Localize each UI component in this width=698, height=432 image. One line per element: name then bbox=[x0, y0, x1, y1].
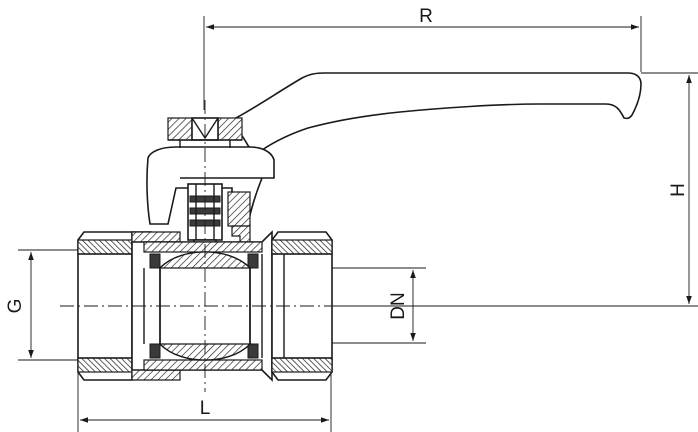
dimension-h-label: H bbox=[668, 183, 689, 197]
dimension-g-label: G bbox=[5, 299, 26, 314]
centerlines bbox=[60, 100, 346, 392]
dimension-l: L bbox=[77, 370, 332, 432]
dimension-l-label: L bbox=[200, 398, 211, 419]
dimension-dn-label: DN bbox=[388, 292, 409, 319]
dimension-r: R bbox=[203, 6, 642, 110]
valve-body bbox=[131, 230, 273, 382]
stem-nut bbox=[167, 117, 243, 148]
dimension-r-label: R bbox=[419, 6, 433, 27]
right-end-piece bbox=[261, 231, 333, 381]
dimension-g: G bbox=[5, 249, 88, 361]
dimension-h: H bbox=[338, 72, 698, 307]
